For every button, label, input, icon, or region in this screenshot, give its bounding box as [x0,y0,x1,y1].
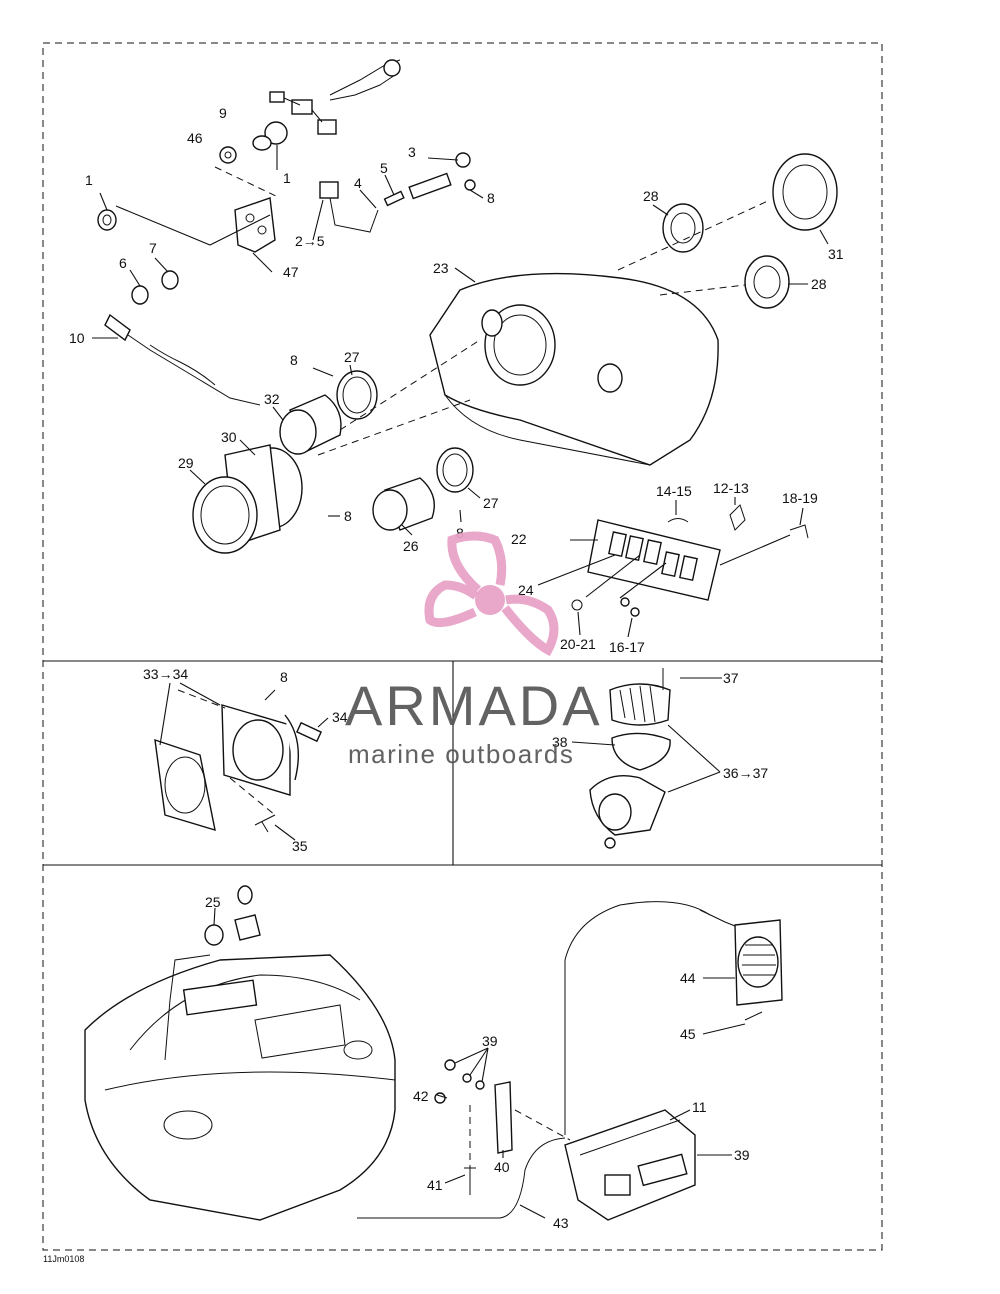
callout-6: 6 [119,255,127,271]
callout-3: 3 [408,144,416,160]
callout-43: 43 [553,1215,569,1231]
callout-28b: 28 [811,276,827,292]
callout-28a: 28 [643,188,659,204]
callout-8e: 8 [280,669,288,685]
callout-14-15: 14-15 [656,483,692,499]
top-panel-parts [97,59,838,617]
mid-right-panel-labels: 37 38 36→37 [552,670,768,781]
drawing-reference: 11Jm0108 [43,1254,84,1264]
callout-33-34: 33→34 [143,666,188,682]
callout-8b: 8 [290,352,298,368]
callout-4: 4 [354,175,362,191]
mid-left-panel-parts [154,682,329,841]
callout-29: 29 [178,455,194,471]
callout-31: 31 [828,246,844,262]
callout-44: 44 [680,970,696,986]
callout-30: 30 [221,429,237,445]
callout-40: 40 [494,1159,510,1175]
callout-8d: 8 [456,525,464,541]
callout-8a: 8 [487,190,495,206]
callout-2-5: 2→5 [295,233,325,249]
callout-18-19: 18-19 [782,490,818,506]
callout-32: 32 [264,391,280,407]
callout-41: 41 [427,1177,443,1193]
callout-37: 37 [723,670,739,686]
callout-47: 47 [283,264,299,280]
top-panel-leaders [92,145,829,638]
mid-right-panel-parts [571,668,722,849]
callout-25: 25 [205,894,221,910]
callout-23: 23 [433,260,449,276]
callout-45: 45 [680,1026,696,1042]
callout-35: 35 [292,838,308,854]
callout-7: 7 [149,240,157,256]
callout-27a: 27 [344,349,360,365]
watermark-tagline: marine outboards [348,739,574,769]
callout-1b: 1 [85,172,93,188]
callout-42: 42 [413,1088,429,1104]
watermark-brand: ARMADA [345,674,603,737]
callout-46: 46 [187,130,203,146]
callout-1a: 1 [283,170,291,186]
callout-39b: 39 [734,1147,750,1163]
callout-9: 9 [219,105,227,121]
callout-24: 24 [518,582,534,598]
bottom-panel-labels: 25 39 42 40 41 11 39 43 44 45 [205,894,750,1231]
callout-11: 11 [692,1099,707,1115]
callout-12-13: 12-13 [713,480,749,496]
callout-38: 38 [552,734,568,750]
callout-26: 26 [403,538,419,554]
bottom-panel-parts [84,885,783,1221]
callout-36-37: 36→37 [723,765,768,781]
propeller-logo [424,531,559,657]
watermark: ARMADA marine outboards [345,531,603,769]
mid-left-panel-labels: 33→34 8 34 35 [143,666,348,854]
callout-20-21: 20-21 [560,636,596,652]
callout-16-17: 16-17 [609,639,645,655]
callout-22: 22 [511,531,527,547]
diagram-frame [42,42,883,1251]
callout-5: 5 [380,160,388,176]
callout-27b: 27 [483,495,499,511]
callout-34: 34 [332,709,348,725]
callout-10: 10 [69,330,85,346]
callout-8c: 8 [344,508,352,524]
top-panel-labels: 9 46 1 1 3 5 4 8 2→5 47 6 7 10 28 31 23 … [69,105,844,655]
callout-39a: 39 [482,1033,498,1049]
bottom-panel-leaders [213,907,746,1219]
